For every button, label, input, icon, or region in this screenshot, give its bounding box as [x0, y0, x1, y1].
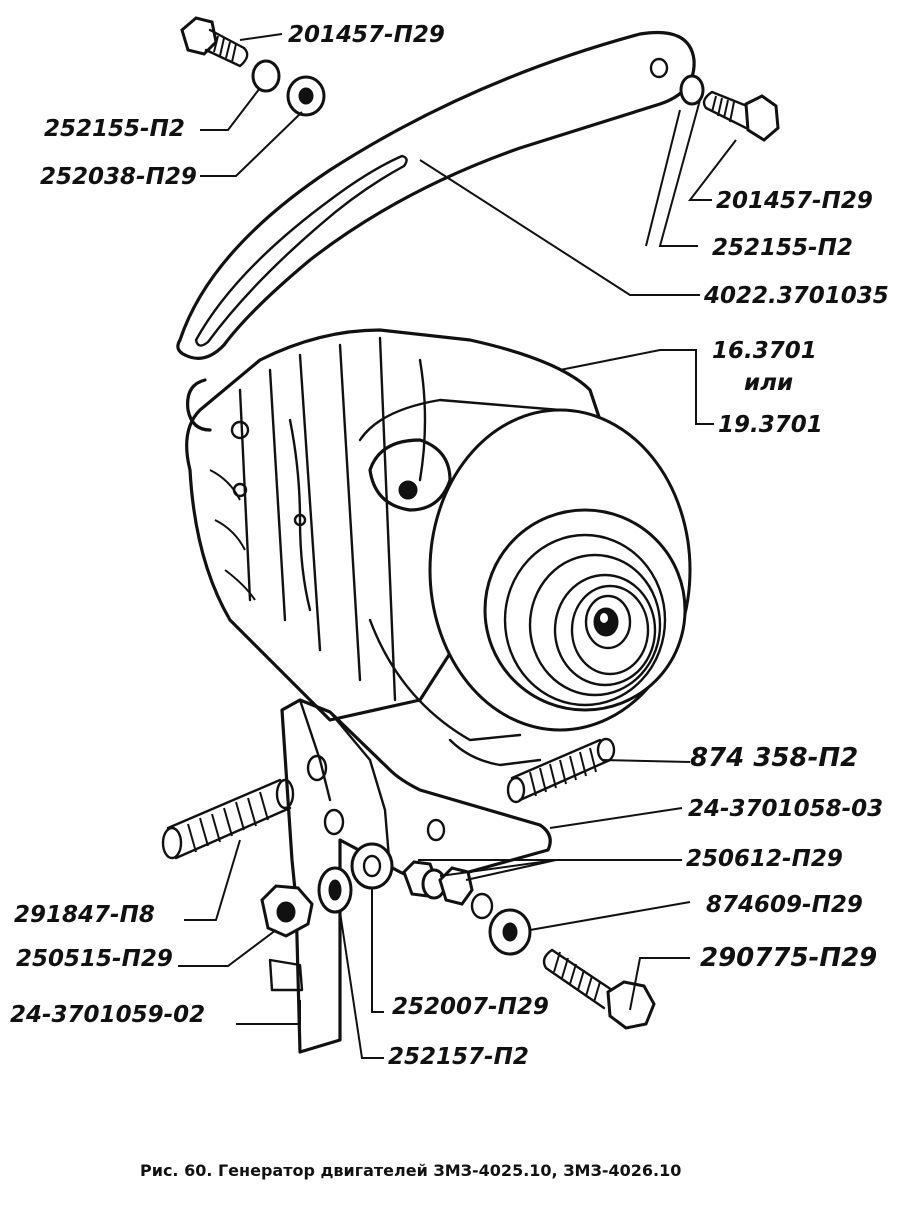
label-bolt-top-right: 201457-П29	[716, 188, 873, 214]
label-spring-washer-top-left: 252155-П2	[44, 116, 185, 142]
label-spring-washer-top-right: 252155-П2	[712, 235, 853, 261]
bolt-top-left	[180, 16, 249, 68]
bolt-top-right	[702, 90, 780, 142]
label-generator-b: 19.3701	[718, 412, 823, 438]
label-stud-left: 291847-П8	[14, 902, 155, 928]
stud-left	[161, 778, 295, 860]
washer-right	[488, 908, 532, 956]
spring-washer-top-left	[251, 59, 281, 93]
washer-spring-bottom	[317, 866, 353, 914]
washer-flat-bottom	[350, 842, 394, 890]
leader-lines	[178, 33, 737, 1059]
flat-washer-top-left	[286, 75, 326, 117]
mounting-bracket	[268, 698, 552, 1054]
label-bolt-bottom-right: 290775-П29	[700, 943, 877, 973]
label-washer-spring-bottom: 252157-П2	[388, 1044, 529, 1070]
label-tension-bar: 4022.3701035	[703, 283, 889, 309]
label-bracket-right: 24-3701058-03	[688, 796, 883, 822]
label-nut-right: 250612-П29	[686, 846, 843, 872]
label-washer-right: 874609-П29	[706, 892, 863, 918]
label-flat-washer-top-left: 252038-П29	[40, 164, 197, 190]
generator	[185, 328, 692, 767]
label-washer-flat-bottom: 252007-П29	[392, 994, 549, 1020]
figure-caption: Рис. 60. Генератор двигателей ЗМЗ-4025.1…	[140, 1161, 681, 1180]
nut-right-stack	[402, 860, 474, 906]
label-bolt-top-left: 201457-П29	[288, 22, 445, 48]
spring-washer-top-right	[679, 74, 705, 106]
tension-bar	[176, 30, 696, 360]
label-generator-or: или	[744, 370, 793, 396]
bolt-bottom-right	[542, 948, 656, 1030]
stud-right	[506, 737, 616, 804]
nut-left	[260, 884, 314, 938]
label-stud-right: 874 358-П2	[690, 743, 858, 773]
label-nut-left: 250515-П29	[16, 946, 173, 972]
label-bracket-left: 24-3701059-02	[10, 1002, 205, 1028]
label-generator-a: 16.3701	[712, 338, 817, 364]
